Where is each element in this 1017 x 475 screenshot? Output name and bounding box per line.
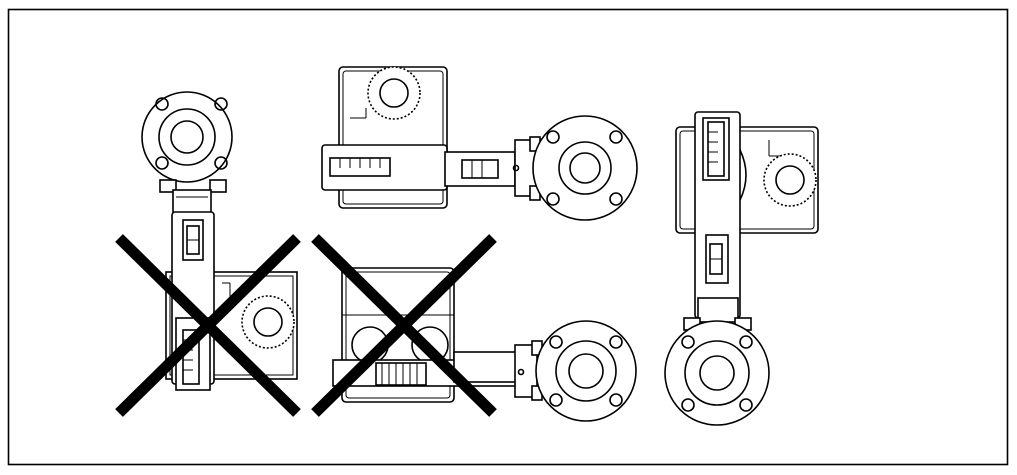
variant-horizontal-display-down [311,234,637,422]
figure-frame [7,8,1009,466]
flange-outer [532,115,638,221]
variant-vertical-flange-top [115,91,301,417]
flange-outer [141,91,233,183]
variant-vertical-flange-bottom [664,111,819,426]
flange-outer [664,320,770,426]
flange-outer [535,320,637,422]
variant-horizontal-display-up [321,66,638,221]
transmitter-arm [321,144,448,191]
